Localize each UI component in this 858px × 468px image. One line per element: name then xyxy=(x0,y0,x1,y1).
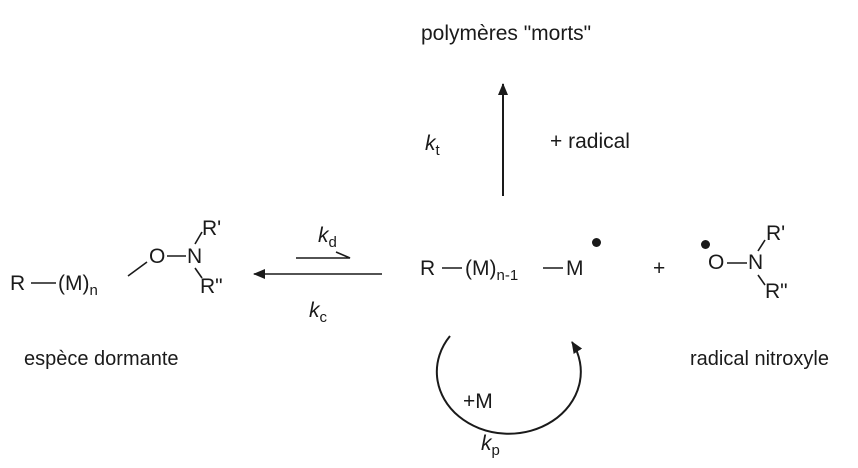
nitroxyl-oxygen: O xyxy=(708,251,725,274)
propagation-rate-constant: kp xyxy=(481,432,500,459)
nitroxyl-r1: R' xyxy=(766,222,786,245)
nitroxyl-radical-dot xyxy=(701,240,710,249)
propagation-monomer: +M xyxy=(463,390,493,413)
dormant-monomer-unit: (M)n xyxy=(58,272,98,299)
forward-rate-constant: kd xyxy=(318,224,337,251)
nitroxyl-r2: R" xyxy=(765,280,788,303)
termination-reagent: + radical xyxy=(550,130,630,153)
bond-n-r1 xyxy=(194,231,203,245)
bond-n-r1-nitroxyl xyxy=(757,239,766,252)
plus-sign: + xyxy=(653,257,666,280)
propagating-monomer-unit: (M)n-1 xyxy=(465,257,519,284)
dormant-nitrogen: N xyxy=(187,245,203,268)
bond-n-r2 xyxy=(194,267,203,279)
propagating-radical-dot xyxy=(592,238,601,247)
termination-rate-constant: kt xyxy=(425,132,440,159)
dormant-r1: R' xyxy=(202,217,222,240)
dormant-species-label: espèce dormante xyxy=(24,348,179,370)
forward-arrow xyxy=(296,251,351,259)
dormant-r2: R" xyxy=(200,275,223,298)
propagating-r: R xyxy=(420,257,436,280)
reverse-rate-constant: kc xyxy=(309,299,327,326)
propagation-cycle-arrow xyxy=(435,335,583,435)
propagating-end-monomer: M xyxy=(566,257,584,280)
nitroxyl-radical-label: radical nitroxyle xyxy=(690,348,829,370)
bond-m-o xyxy=(127,261,148,277)
dormant-r: R xyxy=(10,272,26,295)
title-dead-polymers: polymères "morts" xyxy=(421,22,592,45)
bond-n-r2-nitroxyl xyxy=(757,274,766,286)
dormant-oxygen: O xyxy=(149,245,166,268)
nitroxyl-nitrogen: N xyxy=(748,251,764,274)
